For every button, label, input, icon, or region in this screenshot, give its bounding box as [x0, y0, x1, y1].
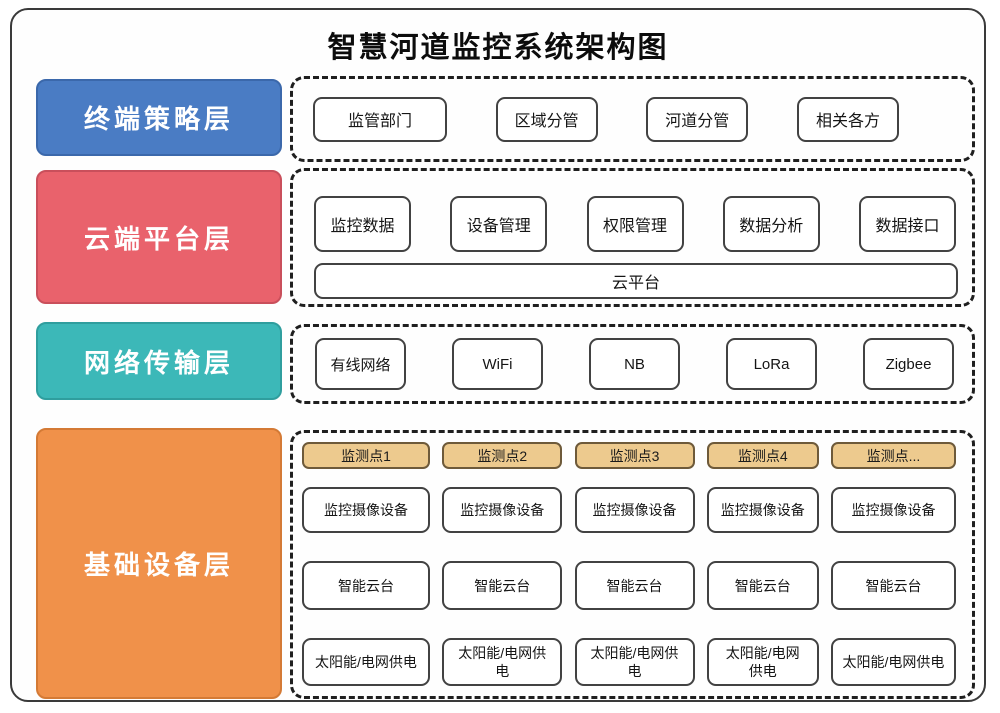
cloud-group: 监控数据 设备管理 权限管理 数据分析 数据接口 云平台 [290, 168, 975, 307]
gimbal-node: 智能云台 [302, 561, 430, 610]
camera-node: 监控摄像设备 [442, 487, 563, 534]
diagram-title: 智慧河道监控系统架构图 [327, 32, 669, 64]
layer-label-terminal: 终端策略层 [36, 79, 282, 156]
network-item-zigbee: Zigbee [863, 338, 954, 390]
camera-node: 监控摄像设备 [302, 487, 430, 534]
cloud-item-data-analysis: 数据分析 [722, 196, 820, 252]
power-node: 太阳能/电网供电 [302, 637, 430, 686]
terminal-item-river: 河道分管 [646, 96, 749, 142]
cloud-item-monitor-data: 监控数据 [314, 196, 411, 252]
network-item-wired: 有线网络 [315, 338, 406, 390]
network-group: 有线网络 WiFi NB LoRa Zigbee [290, 324, 975, 404]
monitor-point-column: 监测点1 监控摄像设备 智能云台 太阳能/电网供电 [302, 442, 430, 686]
device-group: 监测点1 监控摄像设备 智能云台 太阳能/电网供电 监测点2 监控摄像设备 智能… [290, 430, 975, 699]
power-node: 太阳能/电网供电 [831, 637, 956, 686]
camera-node: 监控摄像设备 [574, 487, 695, 534]
camera-node: 监控摄像设备 [831, 487, 956, 534]
network-item-nb: NB [589, 338, 680, 390]
monitor-point-header: 监测点... [831, 442, 956, 470]
layer-label-device: 基础设备层 [36, 428, 282, 699]
terminal-item-region: 区域分管 [495, 96, 598, 142]
camera-node: 监控摄像设备 [706, 487, 819, 534]
monitor-point-column: 监测点4 监控摄像设备 智能云台 太阳能/电网供电 [706, 442, 819, 686]
terminal-group: 监管部门 区域分管 河道分管 相关各方 [290, 76, 975, 162]
monitor-point-header: 监测点4 [706, 442, 819, 470]
network-item-wifi: WiFi [452, 338, 543, 390]
gimbal-node: 智能云台 [831, 561, 956, 610]
cloud-item-data-interface: 数据接口 [859, 196, 956, 252]
gimbal-node: 智能云台 [706, 561, 819, 610]
outer-frame: 智慧河道监控系统架构图 终端策略层 监管部门 区域分管 河道分管 相关各方 云端… [10, 8, 986, 702]
monitor-point-column: 监测点3 监控摄像设备 智能云台 太阳能/电网供电 [574, 442, 695, 686]
cloud-item-permission-mgmt: 权限管理 [586, 196, 684, 252]
monitor-point-header: 监测点2 [442, 442, 563, 470]
layer-label-network: 网络传输层 [36, 322, 282, 400]
monitor-point-column: 监测点... 监控摄像设备 智能云台 太阳能/电网供电 [831, 442, 956, 686]
terminal-item-parties: 相关各方 [796, 96, 899, 142]
terminal-item-supervision: 监管部门 [313, 96, 447, 142]
cloud-items-row: 监控数据 设备管理 权限管理 数据分析 数据接口 [293, 171, 972, 252]
monitor-point-header: 监测点3 [574, 442, 695, 470]
power-node: 太阳能/电网供电 [442, 637, 563, 686]
cloud-platform-node: 云平台 [314, 263, 958, 299]
power-node: 太阳能/电网供电 [706, 637, 819, 686]
network-item-lora: LoRa [726, 338, 817, 390]
monitor-point-header: 监测点1 [302, 442, 430, 470]
cloud-item-device-mgmt: 设备管理 [450, 196, 548, 252]
gimbal-node: 智能云台 [442, 561, 563, 610]
layer-label-cloud: 云端平台层 [36, 170, 282, 304]
monitor-point-column: 监测点2 监控摄像设备 智能云台 太阳能/电网供电 [442, 442, 563, 686]
power-node: 太阳能/电网供电 [574, 637, 695, 686]
gimbal-node: 智能云台 [574, 561, 695, 610]
